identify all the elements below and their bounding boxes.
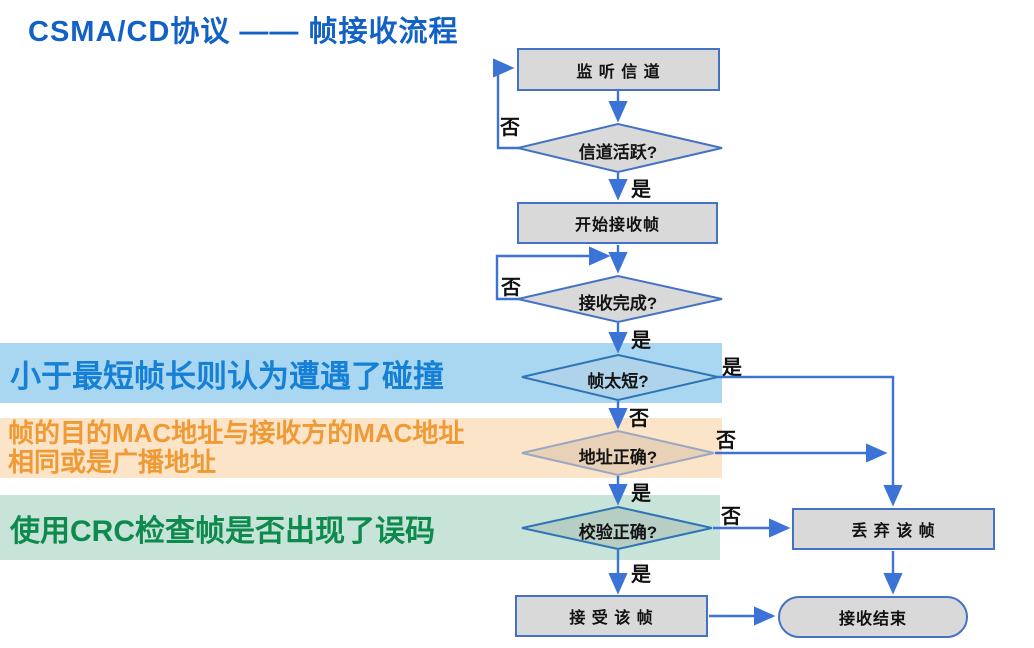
node-accept-frame: 接 受 该 帧 — [515, 595, 708, 637]
edge-label-addr-no: 否 — [716, 430, 736, 452]
node-listen-channel: 监 听 信 道 — [517, 48, 720, 91]
annotation-mac-line2: 相同或是广播地址 — [8, 447, 217, 477]
diamond-label-channel-active: 信道活跃? — [578, 143, 658, 162]
edge-label-short-no: 否 — [629, 408, 649, 430]
diamond-channel-active — [517, 122, 723, 174]
annotation-mac-line1: 帧的目的MAC地址与接收方的MAC地址 — [8, 418, 465, 448]
diamond-label-receive-done: 接收完成? — [578, 294, 658, 313]
edge-label-short-yes: 是 — [722, 357, 742, 379]
diamond-crc-ok — [521, 505, 713, 551]
diamond-receive-done — [517, 274, 723, 324]
diamond-frame-short — [521, 353, 719, 402]
edge-label-addr-yes: 是 — [631, 483, 651, 505]
diamond-address-ok — [521, 429, 715, 477]
diamond-label-frame-short: 帧太短? — [587, 372, 649, 391]
annotation-crc-text: 使用CRC检查帧是否出现了误码 — [10, 514, 435, 548]
edge-label-active-no: 否 — [500, 117, 520, 139]
edge-label-crc-yes: 是 — [631, 564, 651, 586]
page-title: CSMA/CD协议 —— 帧接收流程 — [28, 16, 459, 48]
edge-short-yes-to-discard — [718, 375, 903, 507]
edge-done-no-loop — [495, 246, 611, 301]
edge-label-done-yes: 是 — [631, 330, 651, 352]
node-start-receive: 开始接收帧 — [517, 202, 718, 244]
diamond-label-address-ok: 地址正确? — [578, 448, 658, 467]
edge-label-crc-no: 否 — [721, 506, 741, 528]
node-receive-end: 接收结束 — [778, 596, 968, 638]
edge-label-done-no: 否 — [501, 277, 521, 299]
edge-active-no-loop — [493, 58, 520, 150]
diamond-label-crc-ok: 校验正确? — [578, 523, 658, 542]
edge-label-active-yes: 是 — [631, 179, 651, 201]
annotation-collision-text: 小于最短帧长则认为遭遇了碰撞 — [10, 358, 444, 394]
node-discard-frame: 丢 弃 该 帧 — [792, 508, 995, 550]
